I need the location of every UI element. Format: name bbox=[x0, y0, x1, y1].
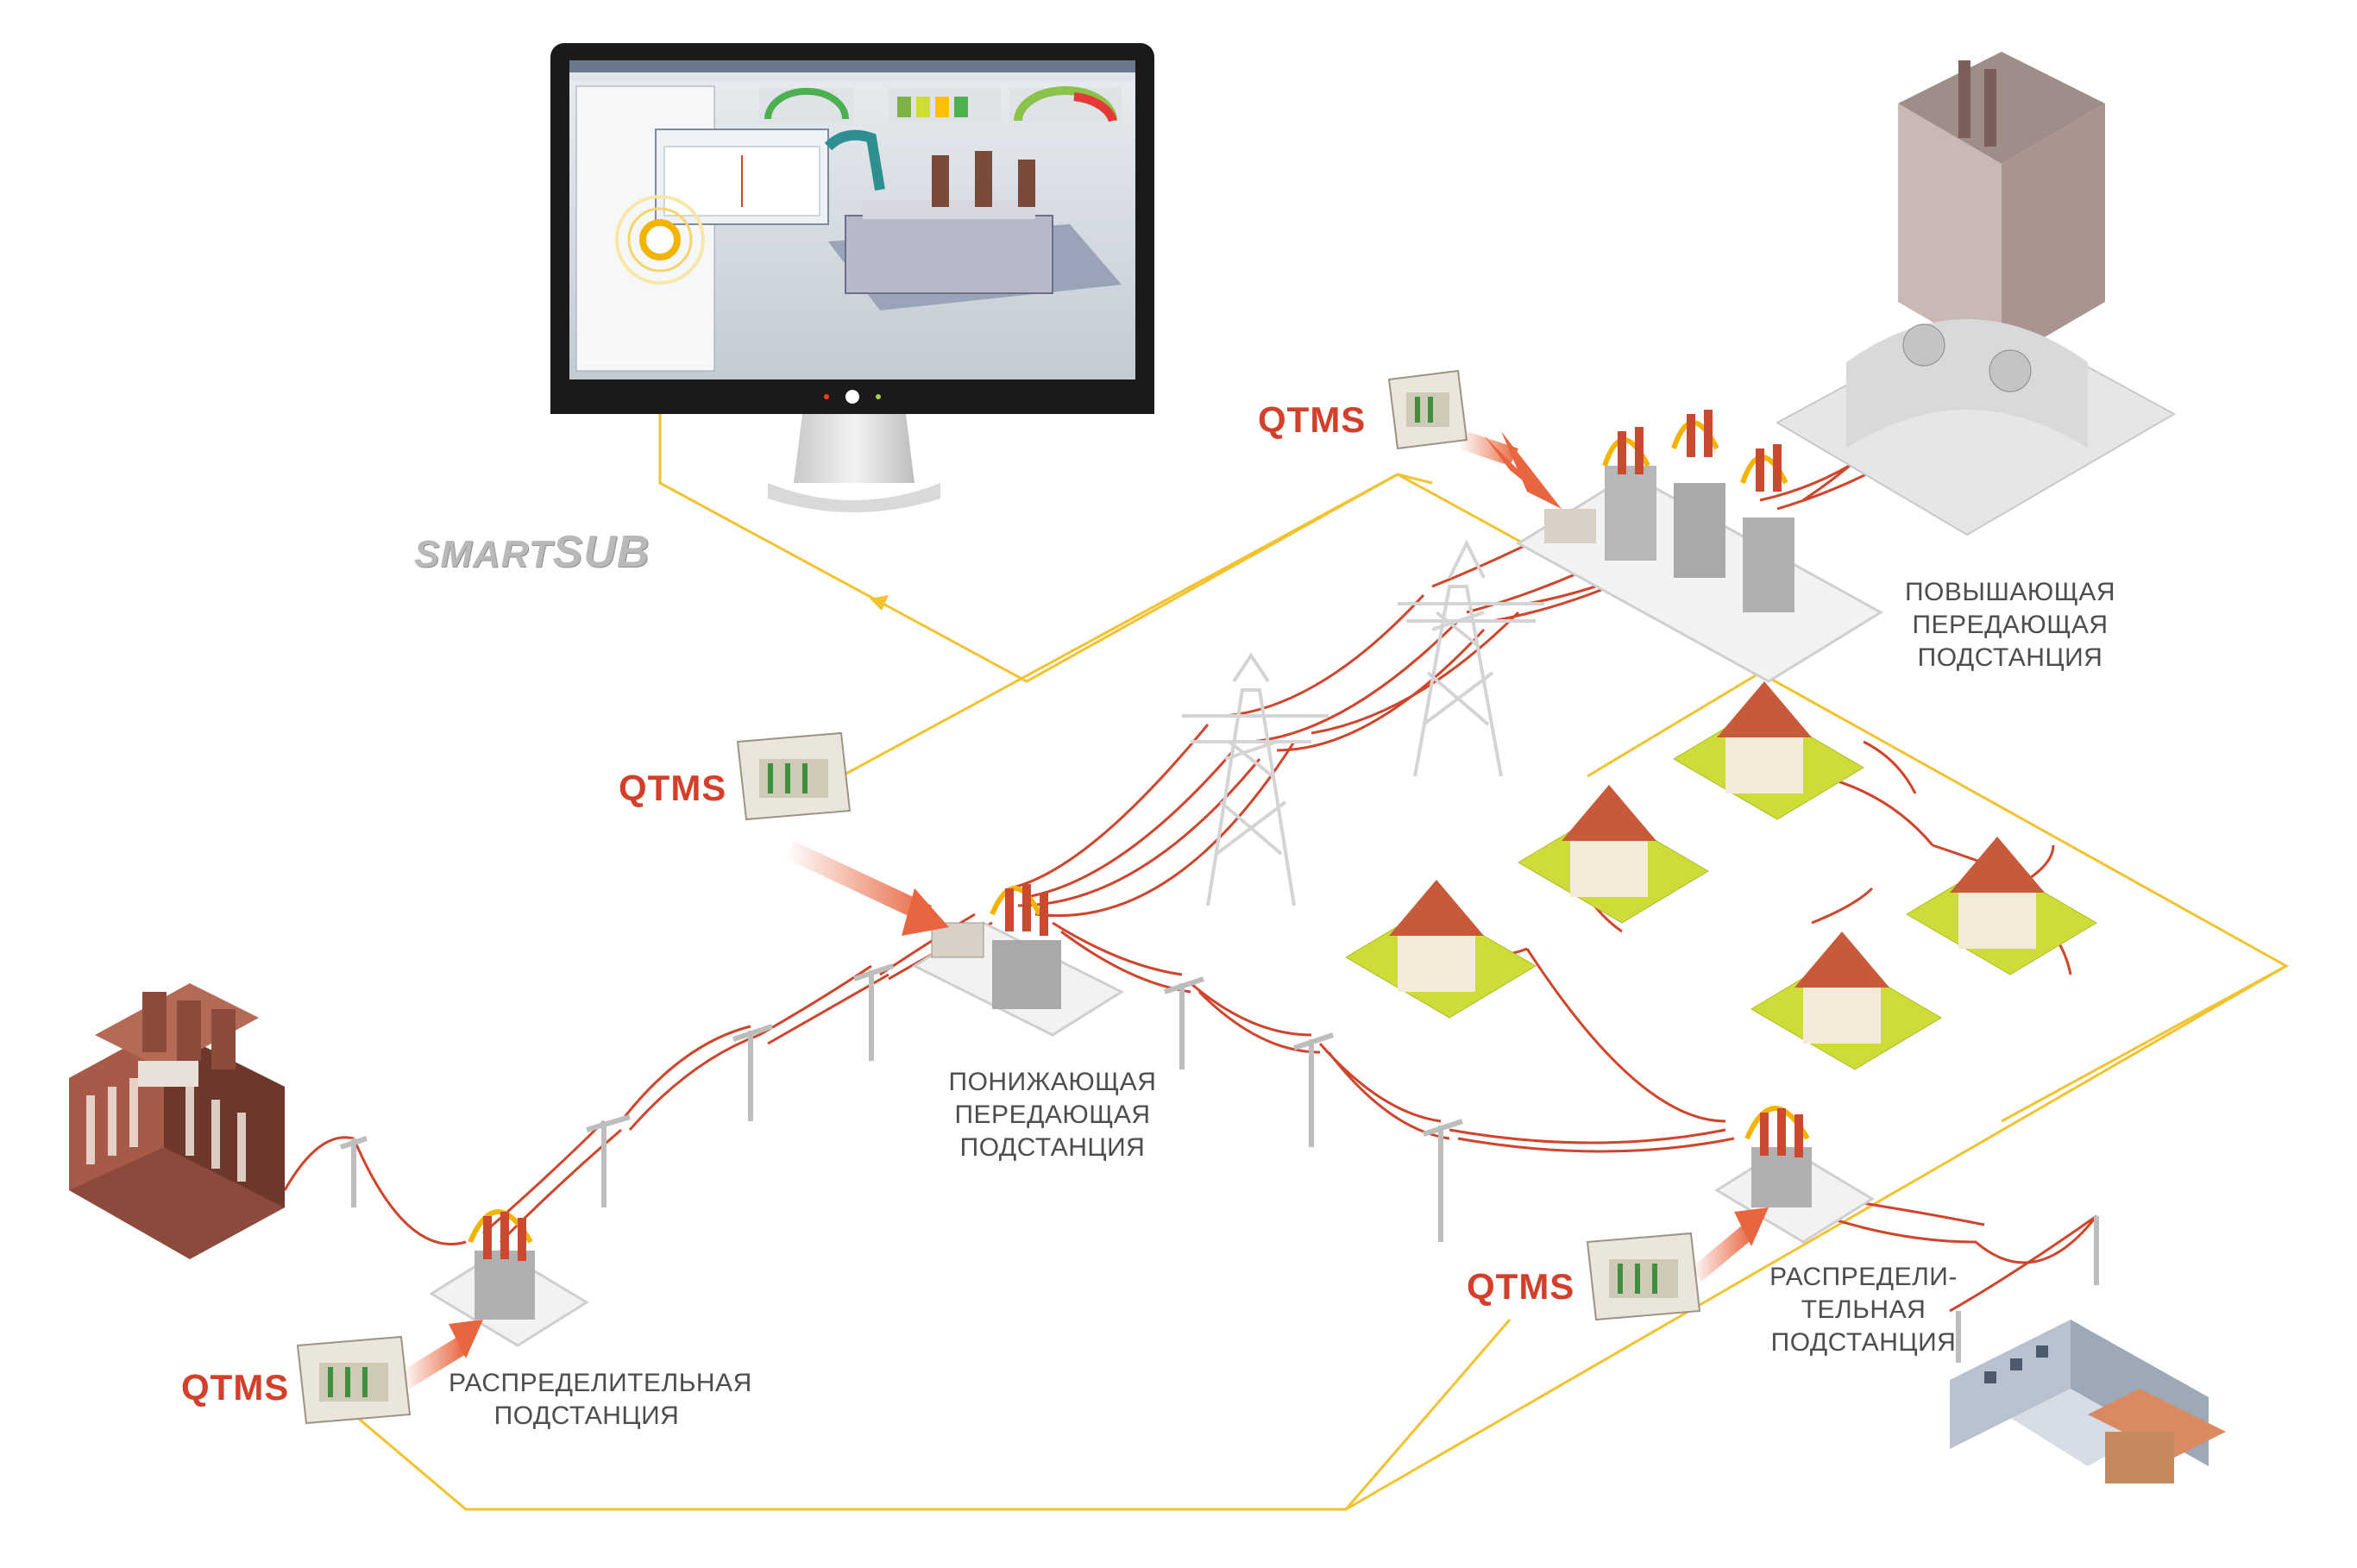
left-distribution-substation bbox=[429, 1209, 589, 1347]
right-distribution-substation bbox=[1714, 1106, 1875, 1244]
power-lines bbox=[283, 379, 2098, 1313]
house-2 bbox=[1518, 785, 1709, 924]
qtms-device-middle[interactable] bbox=[736, 731, 852, 821]
monitor-gauges bbox=[759, 86, 1122, 122]
monitor bbox=[550, 43, 1154, 512]
label-step-up-substation: ПОВЫШАЮЩАЯ ПЕРЕДАЮЩАЯ ПОДСТАНЦИЯ bbox=[1904, 578, 2116, 672]
label-step-down-substation: ПОНИЖАЮЩАЯ ПЕРЕДАЮЩАЯ ПОДСТАНЦИЯ bbox=[948, 1068, 1157, 1162]
step-up-power-plant bbox=[1775, 52, 2177, 536]
monitor-signal-rings bbox=[615, 195, 705, 285]
arrow-to-step-up bbox=[1458, 431, 1562, 509]
left-power-plant bbox=[69, 983, 285, 1259]
monitor-transformer-model bbox=[824, 129, 1122, 310]
qtms-device-bottom-right[interactable] bbox=[1586, 1232, 1701, 1321]
house-5 bbox=[1750, 931, 1942, 1070]
comm-direction-arrow bbox=[870, 595, 889, 611]
arrow-to-right-distribution bbox=[1691, 1207, 1769, 1282]
smartsub-logo-part2: SUB bbox=[552, 527, 651, 577]
qtms-label-bottom-left: QTMS bbox=[181, 1367, 290, 1408]
qtms-device-bottom-left[interactable] bbox=[296, 1335, 412, 1425]
label-right-distribution-substation: РАСПРЕДЕЛИ- ТЕЛЬНАЯ ПОДСТАНЦИЯ bbox=[1769, 1263, 1958, 1357]
house-4 bbox=[1906, 837, 2097, 975]
arrow-to-step-down bbox=[785, 841, 949, 936]
transmission-tower-1 bbox=[1182, 652, 1329, 906]
qtms-label-bottom-right: QTMS bbox=[1467, 1266, 1575, 1307]
house-3 bbox=[1673, 681, 1864, 820]
utility-poles bbox=[340, 963, 2099, 1363]
transmission-tower-2 bbox=[1398, 539, 1544, 777]
step-up-substation bbox=[1516, 410, 1883, 683]
smartsub-logo-part1: SMART bbox=[414, 533, 553, 575]
monitor-power-button[interactable] bbox=[845, 390, 859, 404]
house-1 bbox=[1345, 880, 1537, 1019]
qtms-label-middle: QTMS bbox=[619, 768, 727, 808]
arrow-to-left-distribution bbox=[401, 1320, 483, 1389]
label-left-distribution-substation: РАСПРЕДЕЛИТЕЛЬНАЯ ПОДСТАНЦИЯ bbox=[449, 1369, 752, 1430]
houses bbox=[1345, 681, 2097, 1070]
factory bbox=[1950, 1320, 2226, 1483]
smartsub-logo: SMARTSUB bbox=[414, 526, 650, 578]
qtms-arrows bbox=[401, 431, 1769, 1389]
qtms-label-top: QTMS bbox=[1258, 399, 1367, 440]
qtms-device-top[interactable] bbox=[1387, 369, 1468, 450]
